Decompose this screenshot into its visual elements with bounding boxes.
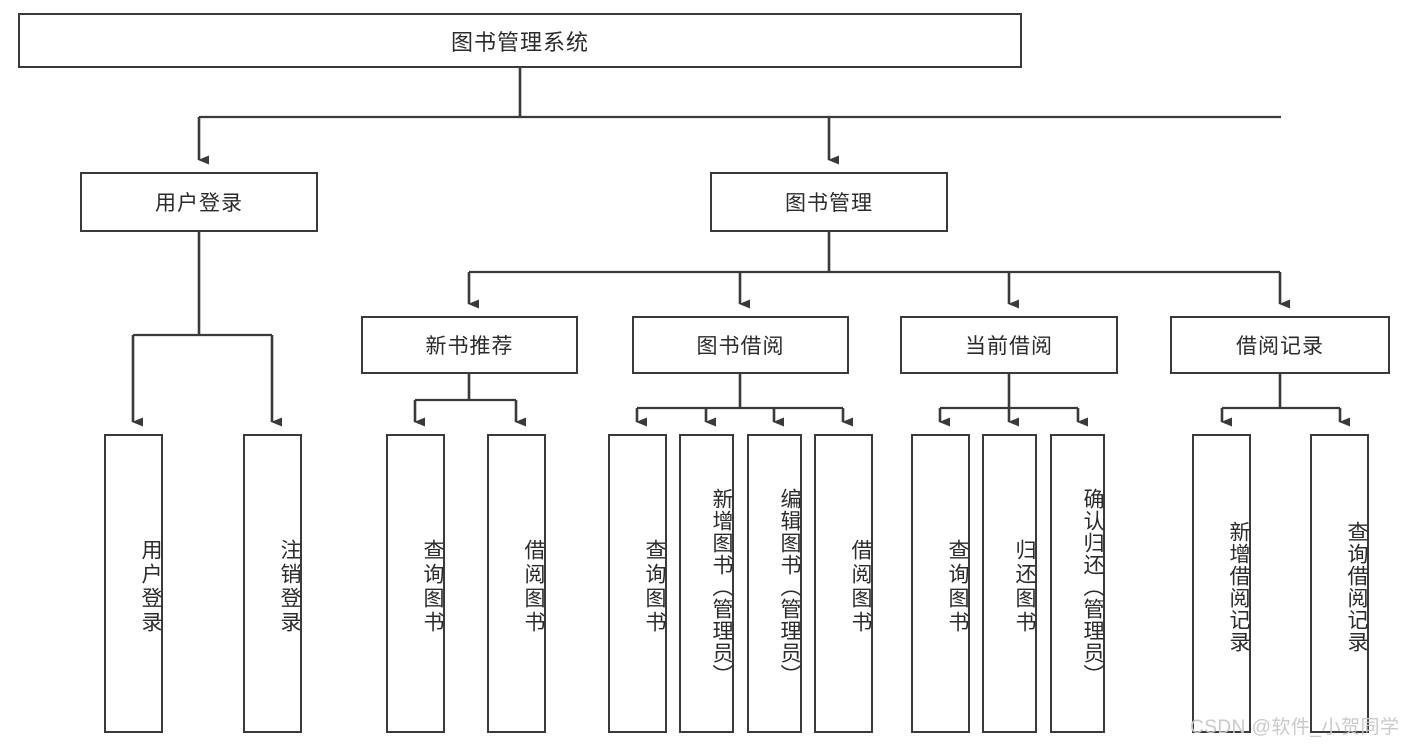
leaf-borrow-book[interactable]: 借阅图书 [814,434,873,733]
leaf-return-book[interactable]: 归还图书 [982,434,1037,733]
leaf-query-book-borrow[interactable]: 查询图书 [608,434,667,733]
leaf-query-book-recommend[interactable]: 查询图书 [386,434,445,733]
node-borrow-record[interactable]: 借阅记录 [1170,316,1390,374]
node-book-borrow[interactable]: 图书借阅 [632,316,849,374]
leaf-user-login[interactable]: 用户登录 [104,434,163,733]
node-book-management[interactable]: 图书管理 [710,172,948,232]
leaf-confirm-return-admin[interactable]: 确认归还（管理员） [1050,434,1105,733]
leaf-query-book-current[interactable]: 查询图书 [911,434,970,733]
leaf-edit-book-admin[interactable]: 编辑图书（管理员） [747,434,802,733]
node-current-borrow[interactable]: 当前借阅 [900,316,1118,374]
leaf-add-book-admin[interactable]: 新增图书（管理员） [679,434,734,733]
node-user-login[interactable]: 用户登录 [80,172,318,232]
leaf-add-borrow-record[interactable]: 新增借阅记录 [1192,434,1251,733]
leaf-borrow-book-recommend[interactable]: 借阅图书 [487,434,546,733]
leaf-logout-login[interactable]: 注销登录 [243,434,302,733]
leaf-query-borrow-record[interactable]: 查询借阅记录 [1310,434,1369,733]
node-root-system[interactable]: 图书管理系统 [18,13,1022,68]
node-new-book-recommend[interactable]: 新书推荐 [361,316,578,374]
csdn-watermark: CSDN @软件_小贺同学 [1190,717,1400,738]
